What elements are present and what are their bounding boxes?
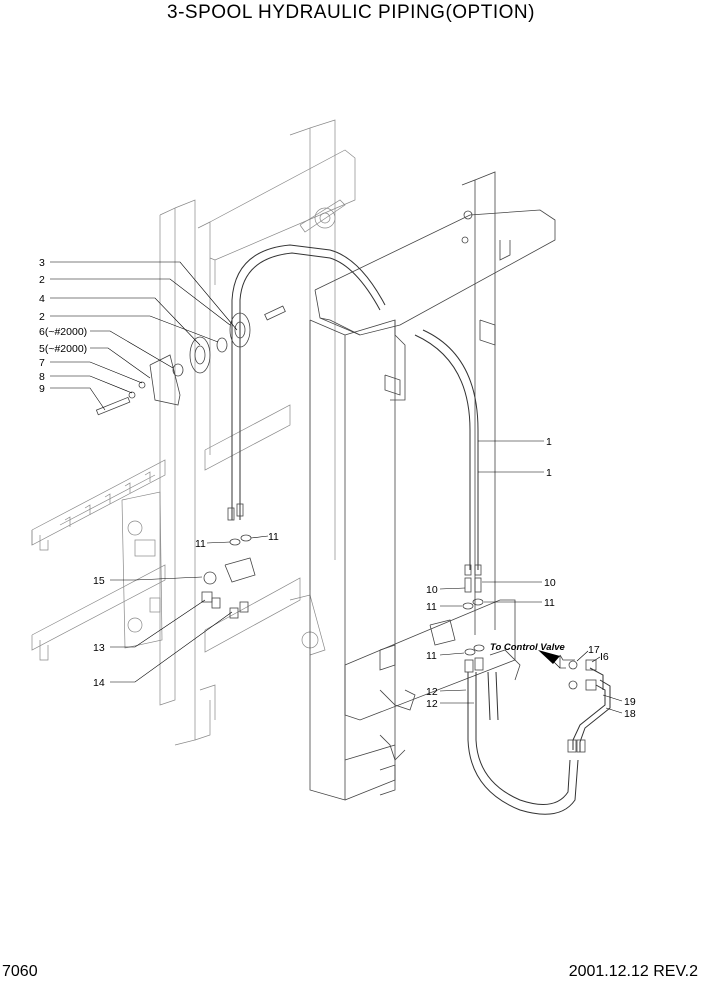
callouts: 3 2 4 2 6(~#2000) 5(~#2000) 7 8 9 15 13 … bbox=[39, 257, 636, 720]
callout-16: I6 bbox=[600, 651, 609, 663]
side-bracket bbox=[121, 491, 163, 649]
callout-14: 14 bbox=[93, 677, 105, 689]
callout-6: 6(~#2000) bbox=[39, 326, 87, 338]
callout-3: 3 bbox=[39, 257, 45, 269]
callout-11-left-b: 11 bbox=[426, 650, 437, 662]
hose-assembly bbox=[231, 244, 579, 815]
sheave-parts bbox=[95, 305, 286, 416]
callout-10-left: 10 bbox=[426, 584, 438, 596]
callout-19: 19 bbox=[624, 696, 636, 708]
callout-1a: 1 bbox=[546, 436, 552, 448]
callout-2a: 2 bbox=[39, 274, 45, 286]
callout-12a: 12 bbox=[426, 686, 438, 698]
callout-8: 8 bbox=[39, 371, 45, 383]
callout-4: 4 bbox=[39, 293, 45, 305]
outer-mast bbox=[159, 119, 356, 746]
page-title: 3-SPOOL HYDRAULIC PIPING(OPTION) bbox=[167, 2, 535, 23]
callout-13: 13 bbox=[93, 642, 105, 654]
revision-label: 2001.12.12 REV.2 bbox=[568, 963, 698, 980]
control-valve-arrow bbox=[538, 650, 561, 669]
callout-11-left-a: 11 bbox=[426, 601, 437, 613]
callout-11-right: 11 bbox=[544, 597, 555, 609]
callout-9: 9 bbox=[39, 383, 45, 395]
callout-15: 15 bbox=[93, 575, 105, 587]
carriage-bars bbox=[31, 404, 301, 741]
callout-10-right: 10 bbox=[544, 577, 556, 589]
callout-7: 7 bbox=[39, 357, 45, 369]
callout-12b: 12 bbox=[426, 698, 438, 710]
callout-11-center-left: 11 bbox=[195, 538, 206, 550]
callout-17: 17 bbox=[588, 644, 600, 656]
leader-lines bbox=[50, 261, 623, 714]
to-control-valve-label: To Control Valve bbox=[490, 642, 565, 653]
callout-2b: 2 bbox=[39, 311, 45, 323]
page-number: 7060 bbox=[2, 963, 38, 980]
callout-18: 18 bbox=[624, 708, 636, 720]
callout-5: 5(~#2000) bbox=[39, 343, 87, 355]
callout-11-center-right: 11 bbox=[268, 531, 279, 543]
fitting-parts bbox=[201, 503, 611, 753]
inner-mast bbox=[309, 171, 556, 801]
callout-1b: 1 bbox=[546, 467, 552, 479]
